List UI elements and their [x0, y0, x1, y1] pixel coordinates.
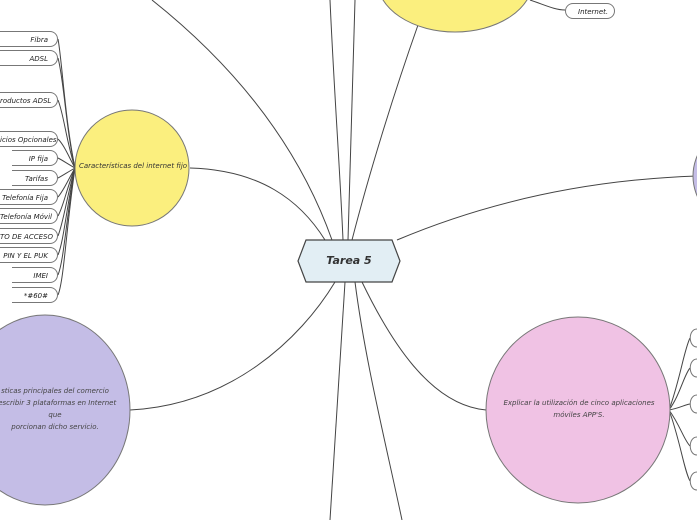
connector-bottom-1 — [329, 281, 346, 520]
connector-right-top — [396, 175, 697, 241]
node-characteristics-fixed-internet[interactable] — [74, 109, 190, 227]
leaf-punto-de-acceso[interactable]: TO DE ACCESO — [0, 228, 58, 244]
leaf-connector — [57, 167, 76, 179]
leaf-productos-adsl[interactable]: roductos ADSL — [0, 92, 58, 108]
leaf-pin-puk[interactable]: PIN Y EL PUK — [0, 247, 58, 263]
leaf-connector — [57, 38, 76, 169]
leaf-connector — [668, 403, 691, 411]
connector-left-purple — [129, 281, 336, 411]
leaf-fibra[interactable]: Fibra — [0, 31, 58, 47]
node-mobile-apps-label: Explicar la utilización de cinco aplicac… — [503, 399, 655, 419]
leaf-connector — [668, 409, 691, 447]
leaf-connector — [668, 337, 691, 411]
leaf-connector — [57, 99, 76, 169]
leaf-telefonia-fija[interactable]: Telefonía Fija — [0, 189, 58, 205]
leaf-shape[interactable] — [689, 328, 697, 348]
connector-right-pink — [361, 281, 487, 411]
leaf-ip-fija[interactable]: IP fija — [12, 150, 58, 166]
connector-top-yellow — [351, 24, 419, 241]
connector-left-yellow — [189, 167, 326, 241]
leaf-connector — [57, 57, 76, 169]
node-yellow-top[interactable] — [377, 0, 533, 33]
connector-bottom-2 — [354, 281, 403, 520]
leaf-shape[interactable] — [689, 436, 697, 456]
node-purple-right[interactable] — [692, 130, 697, 222]
leaf-code-60[interactable]: *#60# — [12, 287, 58, 303]
connectors — [57, 0, 697, 520]
center-node-shape[interactable] — [297, 239, 401, 283]
leaf-servicios-opcionales[interactable]: icios Opcionales — [0, 131, 58, 147]
leaf-telefonia-movil[interactable]: Telefonía Móvil — [0, 208, 58, 224]
leaf-imei[interactable]: IMEI — [12, 267, 58, 283]
ecommerce-line: sticas principales del comercio — [1, 387, 109, 395]
leaf-connector — [57, 157, 76, 169]
leaf-connector — [57, 167, 76, 217]
node-characteristics-label: Características del internet fijo — [78, 162, 188, 170]
leaf-internet[interactable]: Internet. — [565, 3, 615, 19]
ecommerce-line: porcionan dicho servicio. — [11, 423, 99, 431]
connector-top-2 — [347, 0, 356, 241]
leaf-connector — [57, 167, 76, 237]
leaf-connector — [57, 138, 76, 169]
leaf-tarifas[interactable]: Tarifas — [12, 170, 58, 186]
ecommerce-line: que — [48, 411, 62, 419]
leaf-adsl[interactable]: ADSL — [0, 50, 58, 66]
leaf-connector — [57, 167, 76, 296]
leaf-shape[interactable] — [689, 471, 697, 491]
node-ecommerce-platforms[interactable] — [0, 314, 131, 506]
center-node-label: Tarea 5 — [326, 254, 372, 267]
leaf-connector — [529, 0, 566, 11]
connector-top-left — [151, 0, 333, 241]
leaf-shape[interactable] — [689, 358, 697, 378]
pink-leaf-shapes — [689, 328, 697, 491]
leaf-connector — [668, 409, 691, 482]
node-ecommerce-text: sticas principales del comercio describi… — [0, 385, 120, 433]
connector-top-1 — [329, 0, 344, 241]
leaf-connector — [668, 367, 691, 411]
ecommerce-line: describir 3 plataformas en Internet — [0, 399, 117, 407]
node-mobile-apps[interactable] — [485, 316, 671, 504]
leaf-shape[interactable] — [689, 394, 697, 414]
